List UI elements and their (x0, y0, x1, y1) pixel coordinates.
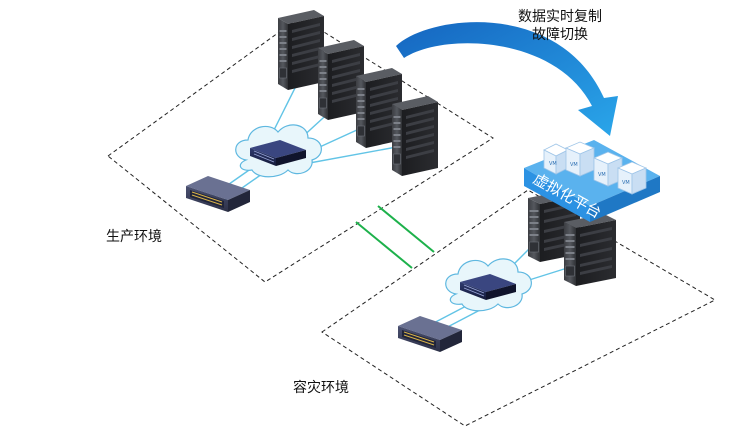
dr-env-label: 容灾环境 (293, 380, 349, 396)
vm-cube-3 (592, 151, 624, 187)
vm-cube-4 (616, 161, 648, 195)
dr-zone-border (321, 189, 717, 427)
replication-arrow (396, 22, 618, 136)
production-server-4 (391, 95, 439, 177)
virtualization-platform: VM VM VM VM 虚拟化平台 (524, 140, 660, 222)
replication-label-line1: 数据实时复制 (518, 9, 602, 25)
vm-badge-3: VM (598, 172, 606, 178)
dr-server-2 (563, 213, 617, 287)
replication-label-line2: 故障切换 (532, 27, 588, 43)
vm-badge-1: VM (549, 161, 557, 167)
dedicated-link-lines (355, 205, 435, 269)
production-zone-border (107, 16, 494, 283)
vm-cube-2 (564, 141, 596, 177)
vm-cube-1 (543, 143, 569, 175)
production-storage (185, 175, 251, 213)
production-server-1 (277, 9, 325, 91)
vm-badge-2: VM (570, 162, 578, 168)
vm-badge-4: VM (622, 180, 630, 186)
production-env-label: 生产环境 (106, 229, 162, 245)
replication-label: 数据实时复制 故障切换 (500, 8, 620, 44)
dr-storage (397, 315, 463, 353)
